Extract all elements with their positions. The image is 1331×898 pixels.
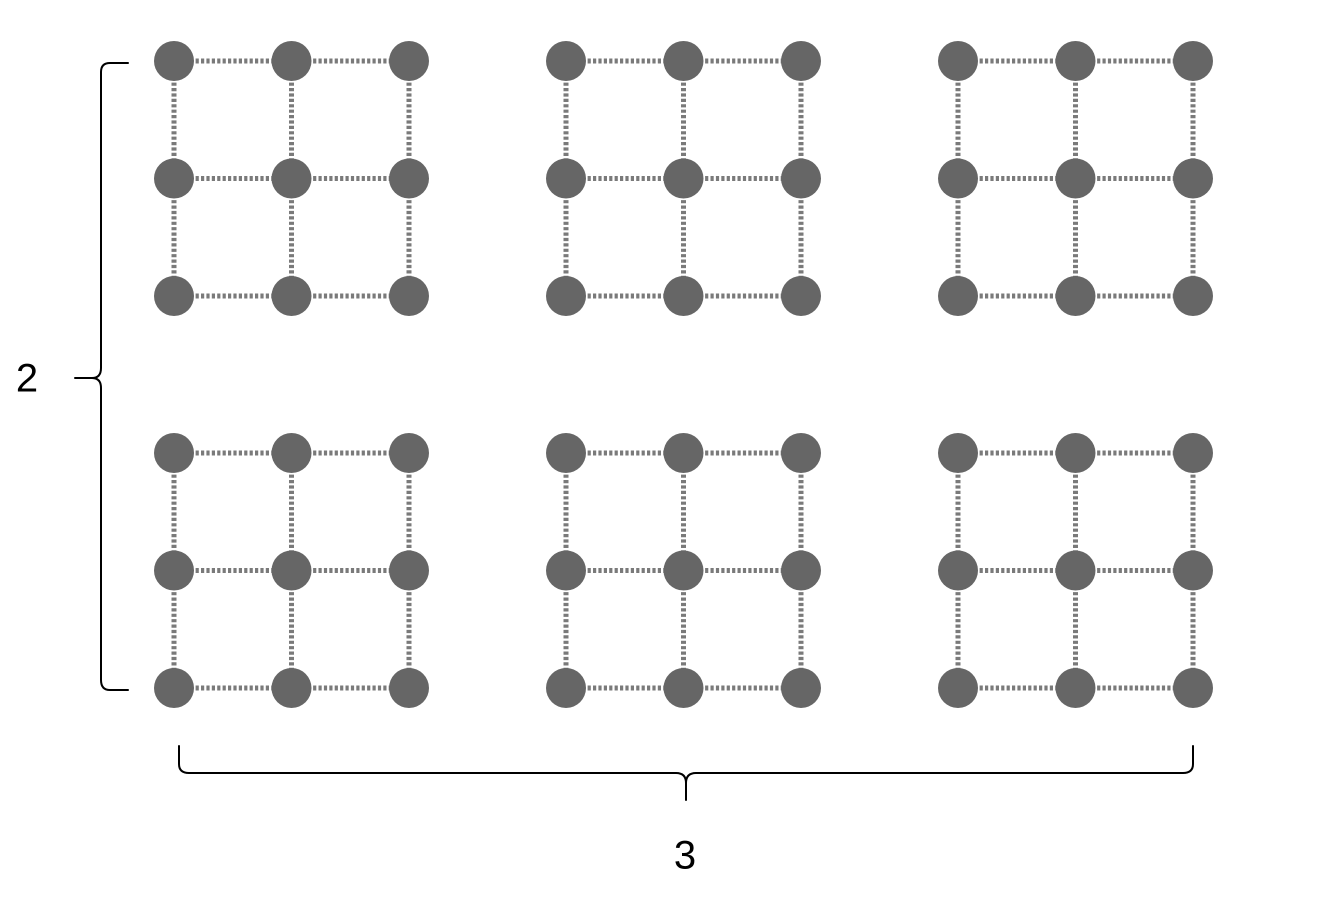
lattice-node	[663, 433, 704, 473]
lattice-node	[663, 41, 704, 81]
lattice-node	[1173, 668, 1213, 708]
lattice-block	[546, 41, 821, 316]
lattice-node	[663, 158, 704, 199]
lattice-node	[546, 668, 586, 708]
lattice-node	[781, 433, 821, 473]
lattice-block	[154, 41, 429, 316]
columns-brace	[178, 745, 1194, 801]
lattice-block	[546, 433, 821, 708]
lattice-node	[271, 550, 312, 591]
lattice-node	[271, 433, 312, 473]
lattice-node	[781, 41, 821, 81]
lattice-node	[1055, 433, 1096, 473]
lattice-node	[1055, 158, 1096, 199]
lattice-node	[938, 668, 978, 708]
lattice-node	[154, 41, 194, 81]
lattice-node	[546, 433, 586, 473]
lattice-node	[154, 433, 194, 473]
lattice-node	[938, 550, 978, 591]
lattice-node	[1173, 433, 1213, 473]
lattice-node	[663, 668, 704, 708]
lattice-node	[546, 550, 586, 591]
lattice-node	[1055, 276, 1096, 316]
lattice-node	[1173, 158, 1213, 199]
lattice-node	[389, 41, 429, 81]
lattice-node	[154, 550, 194, 591]
lattice-node	[1055, 41, 1096, 81]
lattice-node	[663, 550, 704, 591]
lattice-node	[271, 41, 312, 81]
rows-count-label: 2	[16, 357, 38, 401]
lattice-node	[1055, 550, 1096, 591]
lattice-node	[938, 433, 978, 473]
lattice-node	[389, 433, 429, 473]
lattice-node	[546, 276, 586, 316]
lattice-node	[781, 158, 821, 199]
lattice-node	[546, 41, 586, 81]
lattice-node	[1173, 276, 1213, 316]
lattice-node	[154, 158, 194, 199]
lattice-node	[1055, 668, 1096, 708]
lattice-node	[663, 276, 704, 316]
lattice-block	[938, 41, 1213, 316]
lattice-node	[271, 158, 312, 199]
lattice-node	[938, 158, 978, 199]
lattice-node	[781, 550, 821, 591]
lattice-node	[781, 276, 821, 316]
lattice-node	[938, 41, 978, 81]
lattice-node	[154, 668, 194, 708]
lattice-node	[389, 276, 429, 316]
lattice-node	[154, 276, 194, 316]
lattice-node	[271, 668, 312, 708]
lattice-node	[389, 550, 429, 591]
lattice-node	[271, 276, 312, 316]
lattice-node	[1173, 41, 1213, 81]
lattice-grid	[154, 41, 1213, 708]
lattice-block	[154, 433, 429, 708]
rows-brace	[74, 62, 129, 691]
lattice-block	[938, 433, 1213, 708]
columns-count-label: 3	[674, 834, 696, 878]
lattice-node	[546, 158, 586, 199]
lattice-node	[781, 668, 821, 708]
lattice-node	[1173, 550, 1213, 591]
lattice-node	[389, 158, 429, 199]
lattice-node	[938, 276, 978, 316]
lattice-node	[389, 668, 429, 708]
